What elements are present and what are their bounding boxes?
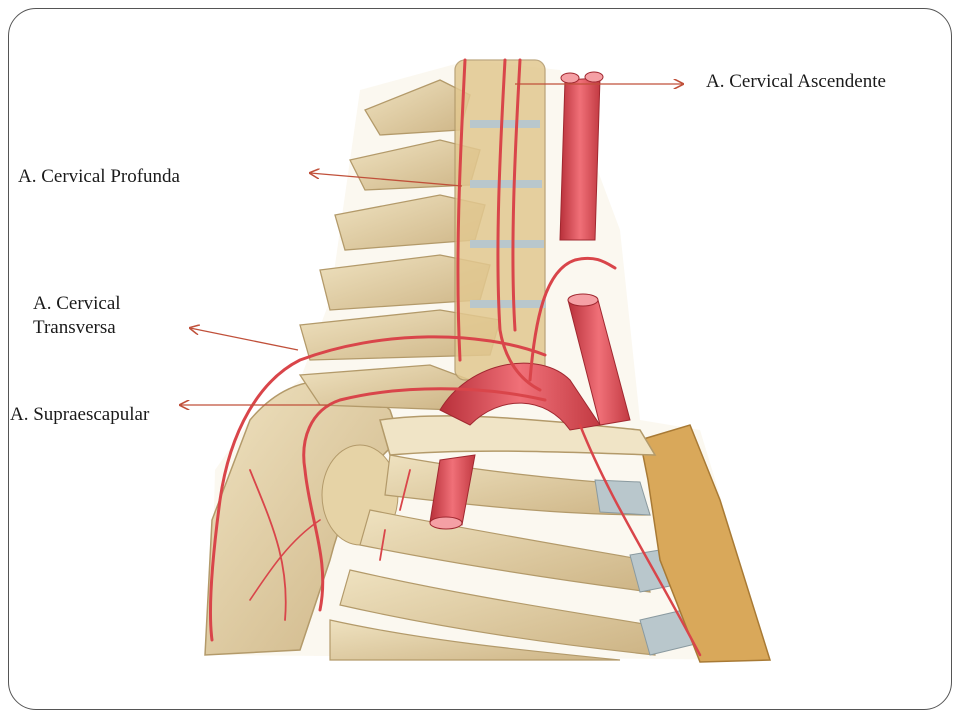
label-cervical-transversa: A. Cervical Transversa: [33, 292, 153, 340]
label-cervical-transversa-line1: A. Cervical: [33, 293, 121, 314]
arrow-cervical-transversa: [190, 328, 299, 351]
major-arteries: [429, 71, 631, 530]
label-cervical-ascendente: A. Cervical Ascendente: [706, 71, 886, 92]
intervertebral-discs: [470, 120, 546, 308]
label-supraescapular: A. Supraescapular: [10, 404, 150, 425]
sternum: [639, 424, 772, 663]
small-arteries: [208, 58, 702, 657]
label-cervical-transversa-line2: Transversa: [33, 316, 116, 338]
arrow-cervical-profunda: [310, 173, 463, 187]
label-cervical-profunda: A. Cervical Profunda: [18, 166, 180, 187]
